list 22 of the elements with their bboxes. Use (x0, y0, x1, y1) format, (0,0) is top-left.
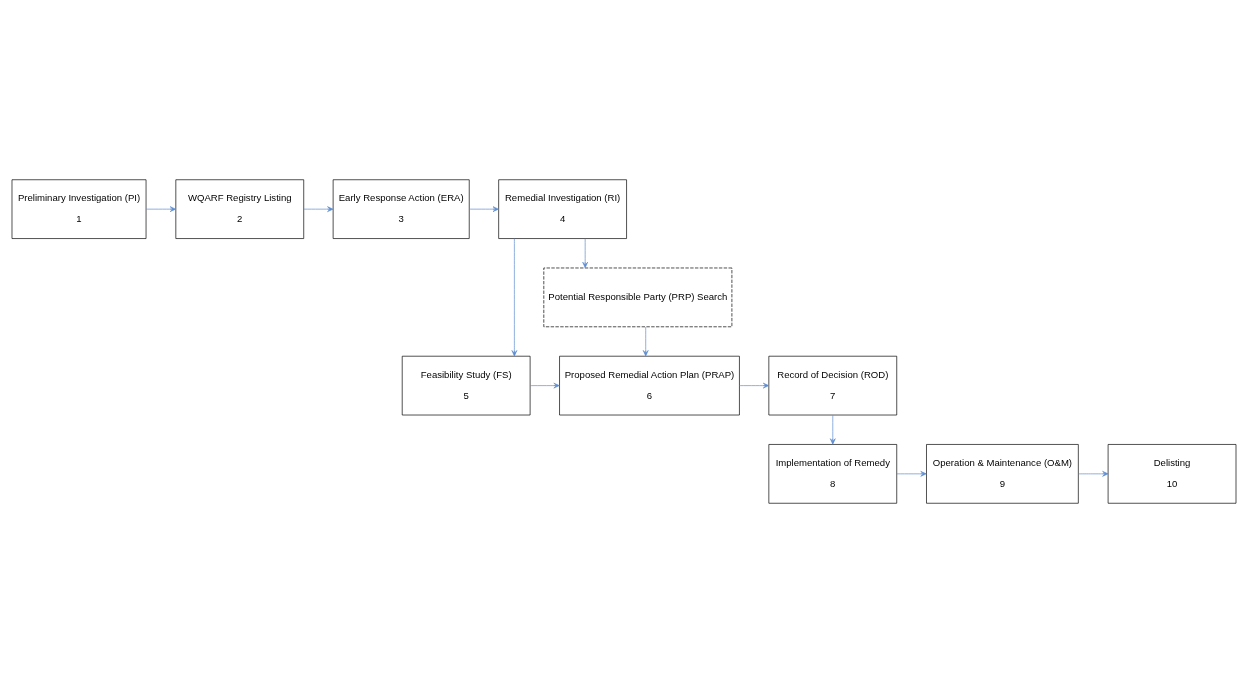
node-box: Feasibility Study (FS) 5 (401, 355, 531, 416)
arrow (582, 238, 588, 268)
arrow (739, 382, 770, 389)
node-box: WQARF Registry Listing 2 (175, 179, 305, 239)
arrow (896, 471, 927, 477)
arrow (469, 206, 499, 212)
arrow (830, 414, 836, 445)
node-box: Early Response Action (ERA) 3 (332, 179, 470, 239)
arrow (529, 382, 560, 389)
node-box: Operation & Maintenance (O&M) 9 (926, 444, 1079, 504)
arrow (642, 326, 649, 357)
node-box: Delisting 10 (1107, 444, 1237, 504)
node-box: Remedial Investigation (RI) 4 (498, 179, 627, 239)
arrow (511, 238, 518, 357)
node-box: Preliminary Investigation (PI) 1 (11, 179, 147, 239)
arrow (145, 206, 176, 212)
node-box: Potential Responsible Party (PRP) Search (543, 267, 733, 328)
node-box: Implementation of Remedy 8 (768, 444, 898, 504)
arrow (303, 206, 334, 212)
arrow (1078, 471, 1109, 477)
node-box: Record of Decision (ROD) 7 (768, 355, 898, 416)
node-box: Proposed Remedial Action Plan (PRAP) 6 (559, 355, 740, 416)
